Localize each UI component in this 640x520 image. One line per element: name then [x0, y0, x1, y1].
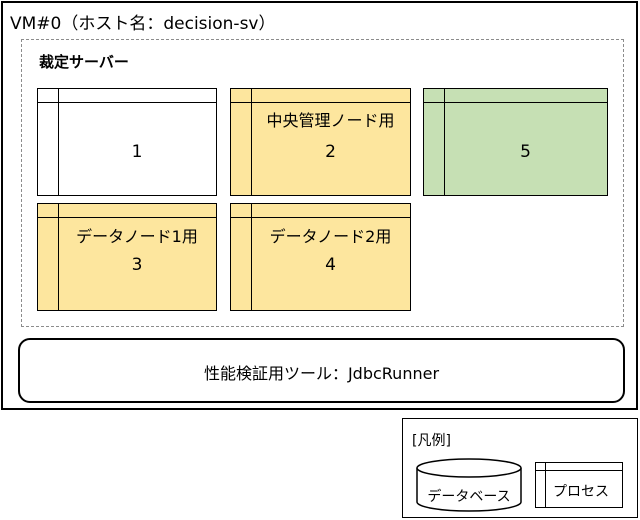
process-box-header-line	[536, 470, 622, 471]
decision-server-group	[21, 39, 624, 327]
process-box-side-line	[58, 204, 59, 310]
process-box-header-line	[231, 102, 410, 103]
process-box-side-line	[251, 204, 252, 310]
process-box-3: データノード1用 3	[37, 203, 217, 311]
decision-server-title: 裁定サーバー	[39, 53, 129, 71]
process-box-side-line	[251, 89, 252, 195]
process-label-4: データノード2用	[269, 227, 392, 246]
process-label-2: 中央管理ノード用	[266, 111, 395, 130]
vm-title: VM#0（ホスト名：decision-sv）	[10, 14, 276, 34]
process-box-header-line	[424, 102, 607, 103]
benchmark-tool-label: 性能検証用ツール：JdbcRunner	[203, 364, 440, 383]
process-box-5: 5	[423, 88, 608, 196]
process-box-1: 1	[37, 88, 217, 196]
process-number-5: 5	[520, 142, 531, 162]
database-cylinder-icon	[416, 458, 522, 512]
legend-title: [凡例]	[412, 433, 451, 449]
process-box-side-line	[58, 89, 59, 195]
process-label-3: データノード1用	[76, 227, 198, 246]
process-box-header-line	[38, 102, 216, 103]
process-number-1: 1	[131, 142, 143, 162]
process-number-4: 4	[325, 255, 336, 275]
legend-database-label: データベース	[427, 489, 511, 505]
process-number-3: 3	[131, 255, 143, 275]
legend-box	[402, 418, 638, 518]
process-box-side-line	[545, 463, 546, 507]
process-box-header-line	[231, 217, 410, 218]
process-box-4: データノード2用 4	[230, 203, 411, 311]
process-box-header-line	[38, 217, 216, 218]
legend-process-icon	[535, 462, 623, 508]
benchmark-tool-box	[18, 338, 625, 403]
process-number-2: 2	[325, 142, 336, 162]
legend-process-label: プロセス	[553, 484, 609, 500]
process-box-2: 中央管理ノード用 2	[230, 88, 411, 196]
process-box-side-line	[444, 89, 445, 195]
